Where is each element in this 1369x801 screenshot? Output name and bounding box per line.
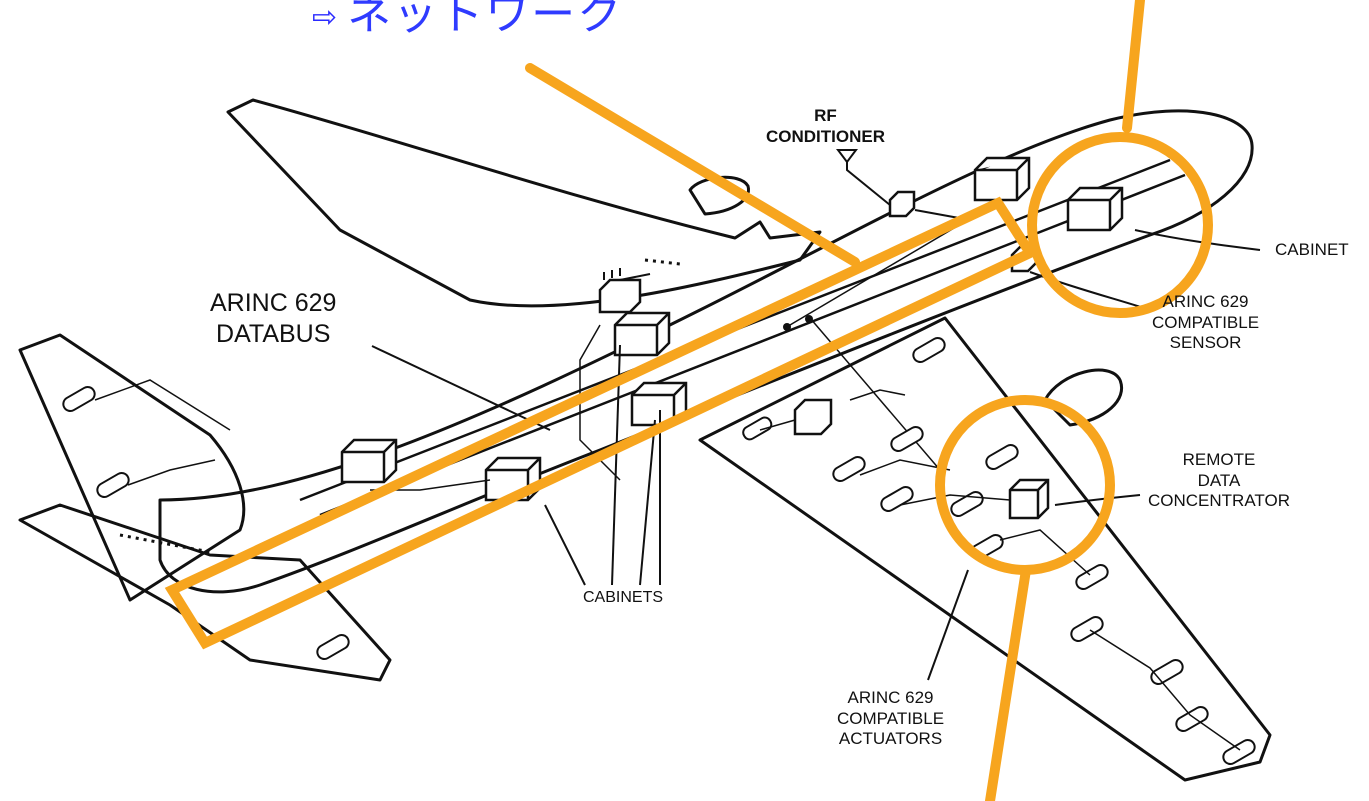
actuator-icon (741, 415, 773, 441)
actuator-icon (949, 489, 985, 518)
rf-conditioner-box (890, 192, 914, 216)
cabinet-label: CABINET (1275, 240, 1349, 261)
left-wing (228, 100, 820, 306)
actuator-icon (61, 384, 97, 413)
cabinet-box (1068, 188, 1122, 230)
actuator-icon (1069, 614, 1105, 643)
actuator-icon (831, 454, 867, 483)
actuator-icon (984, 442, 1020, 471)
network-pointer-line (530, 68, 855, 262)
cabinet-pointer-line (1127, 0, 1140, 128)
actuator-icon (95, 470, 131, 499)
rdc-pointer-line (990, 570, 1026, 801)
actuator-icon (911, 335, 947, 364)
databus-highlight-frame (172, 203, 1030, 643)
tail-fin (20, 335, 244, 600)
actuator-icon (1221, 737, 1257, 766)
actuator-icon (1074, 562, 1110, 591)
antenna-icon (838, 150, 890, 205)
remote-data-concentrator-box (1010, 480, 1048, 518)
actuator-icon (1174, 704, 1210, 733)
cabinet-box (975, 158, 1029, 200)
cabinet-box (342, 440, 396, 482)
wing-box (795, 400, 831, 434)
cabinets-label: CABINETS (583, 588, 663, 608)
cabinet-box (615, 313, 669, 355)
actuator-icon (879, 484, 915, 513)
cabinet-box (600, 280, 640, 312)
actuator-icon (315, 632, 351, 661)
actuator-icon (889, 424, 925, 453)
